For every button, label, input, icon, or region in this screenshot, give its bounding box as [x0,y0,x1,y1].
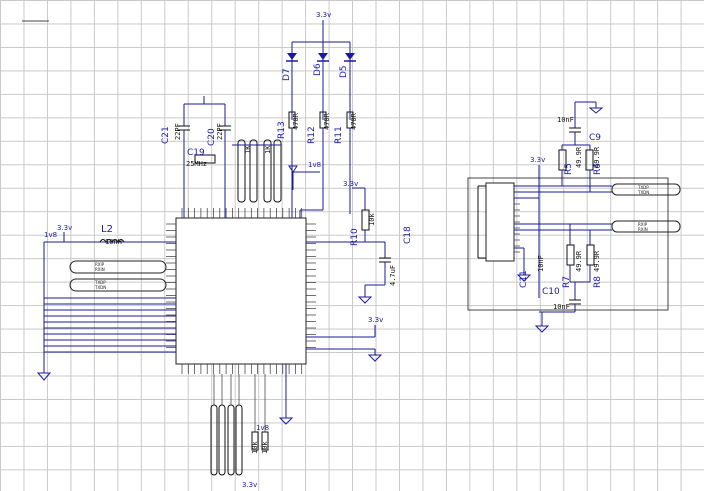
ref-c9: C9 [589,133,601,143]
led-d7[interactable] [286,53,298,62]
ref-d7: D7 [282,68,292,81]
ground-c18 [357,296,373,304]
magjack-shield [477,185,486,259]
ref-d6: D6 [313,63,323,76]
ground-left [36,372,52,381]
crystal-c19[interactable] [194,154,216,164]
magjack-frame [467,177,669,311]
ref-l2: L2 [101,224,113,235]
net-3v3-bottom: 3.3v [242,481,257,489]
resistor-r7[interactable] [566,244,575,266]
ground-right [534,325,550,333]
ref-r12: R12 [307,126,317,144]
ic-bottom-pins [181,364,303,374]
resistor-top-3[interactable] [263,139,272,203]
value-c10: 10nF [553,303,570,311]
resistor-r6[interactable] [585,149,594,171]
ground-mid [367,354,383,362]
net-1v8-bottom: 1v8 [256,424,269,432]
sig-rxip-right: RXIP [638,222,648,227]
net-3v3-magjack: 3.3v [530,156,545,164]
resistor-bottom[interactable] [210,404,218,476]
ref-r5: R5 [564,163,574,175]
bus-rx-right[interactable] [611,220,681,233]
sig-txdn-left: TXDN [94,285,106,290]
ref-r8: R8 [593,276,603,288]
sig-rxin-left: RXIN [95,267,105,272]
sig-txdp-right: TXDP [637,185,649,190]
resistor-bottom[interactable] [235,404,243,476]
value-r5: 49.9R [575,146,583,168]
value-r8: 49.9R [593,250,601,272]
value-rb: 10k [251,441,259,454]
ic-top-pins [181,208,303,218]
ref-d5: D5 [339,65,349,78]
ref-c10: C10 [542,287,560,297]
sig-txdp-left: TXDP [94,280,106,285]
resistor-top-2[interactable] [249,139,258,203]
value-c18: 4.7uF [389,265,397,286]
ground-shield [516,274,532,282]
rj45-magjack[interactable] [485,182,515,262]
value-c21: 22PF [174,123,182,140]
bus-rx-left[interactable] [69,260,167,274]
bus-tx-right[interactable] [611,183,681,196]
ic-left-pins [166,223,176,348]
ref-c19: C19 [187,148,205,158]
ref-c11: C11 [519,270,529,288]
ref-r13: R13 [277,121,287,139]
net-3v3-r10: 3.3v [343,180,358,188]
value-c9: 10nF [557,116,574,124]
ref-c18: C18 [403,226,413,244]
value-r13-b: 1K [264,145,272,154]
ground-bottom [278,417,294,425]
value-rb2: 10k [261,441,269,454]
net-3v3-top: 3.3v [316,11,331,19]
inductor-l2[interactable] [99,239,125,243]
sig-rxip-left: RXIP [95,262,105,267]
left-power-lines [44,297,176,353]
resistor-bottom[interactable] [227,404,235,476]
value-r13: 1K [244,145,252,154]
led-d6[interactable] [317,53,329,62]
value-r11: 470R [350,112,358,130]
net-1v8-top: 1v8 [308,161,321,169]
bottom-resistor-pack [210,374,269,476]
ref-r6: R6 [593,163,603,175]
resistor-bottom[interactable] [218,404,226,476]
ethernet-phy-ic[interactable] [175,217,307,365]
value-r7: 49.9R [575,250,583,272]
value-l2: 10nH [105,238,122,246]
resistor-top-4[interactable] [273,139,282,203]
bus-tx-left[interactable] [69,278,167,292]
value-c11: 10nF [537,255,545,272]
value-r12: 470R [323,112,331,130]
ic-right-pins [306,223,316,348]
value-r6: 49.9R [593,146,601,168]
ref-c20: C20 [207,128,217,146]
value-c20: 22PF [216,123,224,140]
ref-r7: R7 [562,276,572,288]
led-d5[interactable] [344,53,356,62]
value-led-r1: 470R [292,112,300,130]
ground-c9 [588,107,604,114]
net-1v8-left: 1v8 [44,231,57,239]
ref-c21: C21 [161,126,171,144]
resistor-top-1[interactable] [237,139,246,203]
value-c19: 25MHz [186,160,207,168]
sig-txdn-right: TXDN [637,190,649,195]
value-r10: 10k [368,213,376,226]
ref-r10: R10 [350,228,360,246]
net-3v3-left: 3.3v [57,224,72,232]
net-3v3-mid: 3.3v [368,316,383,324]
magjack-pins [514,185,520,253]
ref-r11: R11 [334,126,344,144]
power-arrow-1v8 [288,165,298,173]
sig-rxin-right: RXIN [638,227,648,232]
